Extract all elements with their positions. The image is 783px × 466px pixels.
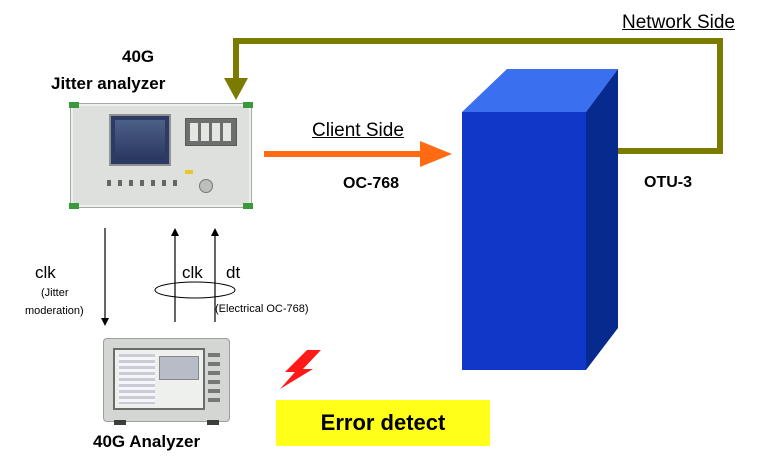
analyzer-side-buttons (208, 353, 220, 403)
device-corner (243, 203, 253, 209)
jitter-analyzer-title-line1: 40G (122, 47, 155, 66)
analyzer-device (103, 338, 230, 425)
error-detect-text: Error detect (320, 410, 446, 435)
jitter-analyzer-knob (199, 179, 213, 193)
device-corner (243, 102, 253, 108)
cube-side-face (586, 69, 618, 370)
client-arrow-head (420, 141, 452, 167)
device-corner (69, 102, 79, 108)
network-loop-arrowhead (224, 78, 248, 100)
jitter-moderation-line1: (Jitter (41, 287, 69, 299)
jitter-analyzer-screen (109, 114, 171, 166)
error-detect-badge: Error detect (276, 400, 490, 446)
jitter-analyzer-title-line2: Jitter analyzer (51, 74, 166, 93)
oc768-label: OC-768 (343, 175, 400, 192)
cable-bundle-ellipse (154, 281, 236, 299)
lightning-bolt-icon (280, 350, 321, 389)
jitter-analyzer-device (69, 102, 253, 209)
device-foot (207, 420, 219, 425)
clk-left-label: clk (35, 263, 56, 282)
otu3-label: OTU-3 (644, 174, 692, 191)
analyzer-screen (113, 348, 205, 410)
device-corner (69, 203, 79, 209)
client-side-label: Client Side (312, 120, 404, 141)
network-side-label: Network Side (622, 12, 735, 33)
jitter-analyzer-indicator (185, 170, 193, 174)
device-foot (114, 420, 126, 425)
dt-label: dt (226, 263, 241, 282)
jitter-analyzer-keypad (185, 118, 237, 146)
clk-right-label: clk (182, 263, 203, 282)
cube-front-face (462, 112, 586, 370)
jitter-moderation-line2: moderation) (25, 305, 84, 317)
cube-top-face (462, 69, 618, 112)
analyzer-name-label: 40G Analyzer (93, 432, 201, 451)
client-arrow-shaft (264, 151, 424, 157)
electrical-oc768-label: (Electrical OC-768) (215, 303, 309, 315)
network-loop-line (233, 38, 723, 154)
jitter-analyzer-connectors (107, 180, 181, 186)
